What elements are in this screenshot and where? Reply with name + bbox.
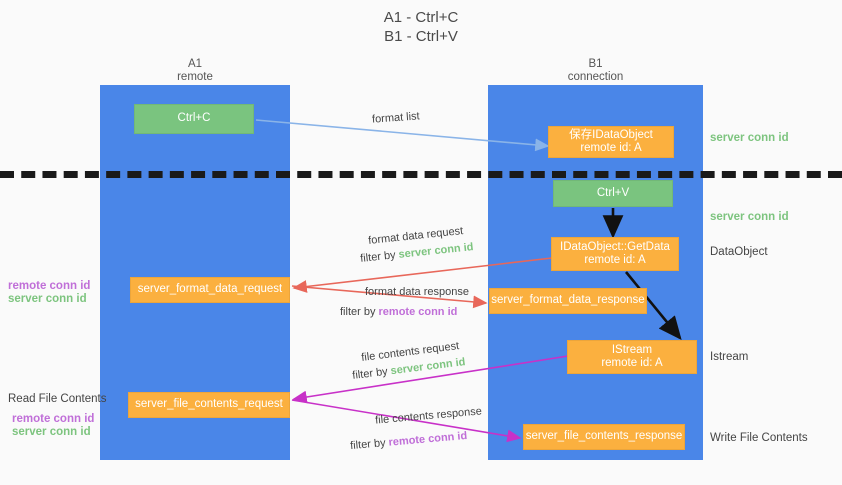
- box-server-format-data-request-label: server_format_data_request: [137, 283, 283, 296]
- filter-prefix: filter by: [340, 306, 379, 318]
- annotation-server-conn-id-top: server conn id: [710, 132, 789, 144]
- annotation-write-file-contents: Write File Contents: [710, 432, 808, 444]
- box-istream-line1: IStream: [611, 343, 653, 356]
- annotation-read-file-contents: Read File Contents: [8, 393, 107, 405]
- filter-prefix: filter by: [359, 248, 400, 265]
- box-server-file-contents-response[interactable]: server_file_contents_response: [523, 424, 685, 450]
- annotation-dataobject: DataObject: [710, 246, 768, 258]
- box-istream[interactable]: IStream remote id: A: [567, 340, 697, 374]
- box-ctrl-v-label: Ctrl+V: [596, 186, 630, 199]
- wire-label-format-data-response-filter: filter by remote conn id: [340, 305, 457, 319]
- box-save-idataobject-line1: 保存IDataObject: [569, 128, 653, 141]
- wire-label-format-data-response: format data response: [365, 286, 469, 298]
- box-idataobject-getdata-line1: IDataObject::GetData: [560, 240, 670, 253]
- box-save-idataobject-line2: remote id: A: [580, 142, 642, 154]
- column-header-a1-sub: remote: [177, 71, 213, 83]
- filter-prefix: filter by: [351, 365, 392, 382]
- column-header-b1-name: B1: [588, 58, 603, 70]
- filter-value-remote-conn-id: remote conn id: [388, 429, 468, 449]
- filter-prefix: filter by: [349, 436, 390, 453]
- phase-divider: [0, 171, 842, 178]
- box-server-format-data-response-label: server_format_data_response: [491, 294, 645, 307]
- box-server-file-contents-request[interactable]: server_file_contents_request: [128, 392, 290, 418]
- box-ctrl-v[interactable]: Ctrl+V: [553, 180, 673, 207]
- column-header-b1: B1 connection: [488, 58, 703, 84]
- wire-label-file-contents-response: file contents response: [374, 405, 483, 427]
- column-header-a1: A1 remote: [100, 58, 290, 84]
- box-save-idataobject[interactable]: 保存IDataObject remote id: A: [548, 126, 674, 158]
- wire-label-format-list: format list: [371, 110, 421, 126]
- filter-value-server-conn-id: server conn id: [397, 241, 475, 261]
- box-server-format-data-request[interactable]: server_format_data_request: [130, 277, 290, 303]
- column-header-b1-sub: connection: [567, 71, 624, 83]
- box-ctrl-c[interactable]: Ctrl+C: [134, 104, 254, 134]
- column-header-a1-name: A1: [187, 58, 203, 70]
- annotation-remote-conn-id-1: remote conn id: [8, 280, 91, 292]
- annotation-server-conn-id-2: server conn id: [12, 426, 91, 438]
- page-title: A1 - Ctrl+C B1 - Ctrl+V: [383, 9, 459, 45]
- box-ctrl-c-label: Ctrl+C: [177, 112, 211, 125]
- annotation-server-conn-id-mid: server conn id: [710, 211, 789, 223]
- annotation-istream: Istream: [710, 351, 749, 363]
- filter-value-remote-conn-id: remote conn id: [378, 306, 458, 318]
- box-idataobject-getdata[interactable]: IDataObject::GetData remote id: A: [551, 237, 679, 271]
- box-server-file-contents-request-label: server_file_contents_request: [135, 398, 283, 411]
- annotation-server-conn-id-1: server conn id: [8, 293, 87, 305]
- box-server-format-data-response[interactable]: server_format_data_response: [489, 288, 647, 314]
- box-idataobject-getdata-line2: remote id: A: [584, 254, 646, 266]
- wire-label-file-contents-response-filter: filter by remote conn id: [350, 429, 468, 453]
- annotation-remote-conn-id-2: remote conn id: [12, 413, 95, 425]
- box-istream-line2: remote id: A: [601, 357, 663, 369]
- box-server-file-contents-response-label: server_file_contents_response: [525, 430, 683, 443]
